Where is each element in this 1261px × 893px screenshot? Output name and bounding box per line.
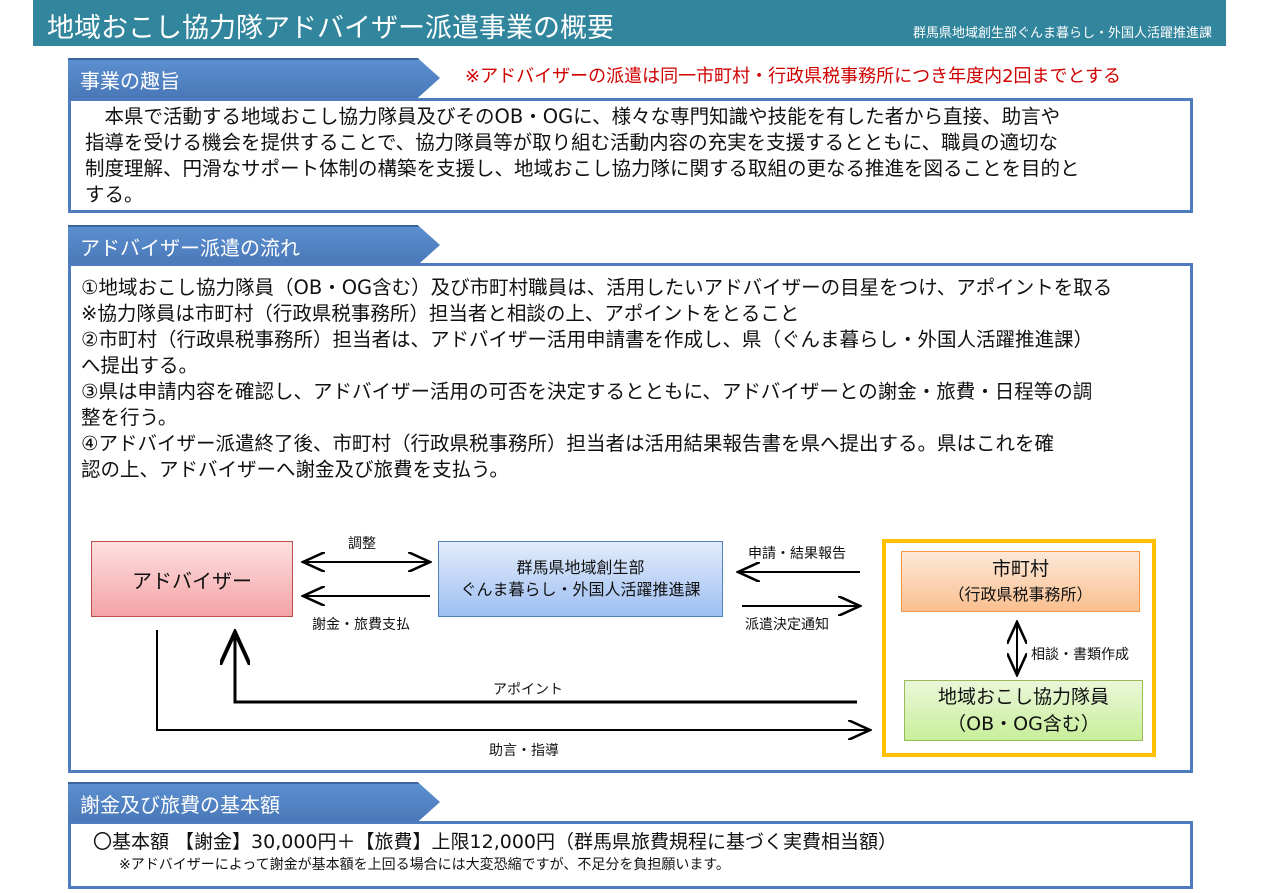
- node-label: ぐんま暮らし・外国人活躍推進課: [460, 580, 701, 599]
- text-line: 整を行う。: [81, 406, 178, 429]
- text-line: ④アドバイザー派遣終了後、市町村（行政県税事務所）担当者は活用結果報告書を県へ提…: [81, 432, 1054, 455]
- fees-box: 〇基本額 【謝金】30,000円＋【旅費】上限12,000円（群馬県旅費規程に基…: [68, 821, 1193, 889]
- local-group-frame: [882, 539, 1156, 757]
- purpose-box: 本県で活動する地域おこし協力隊員及びそのOB・OGに、様々な専門知識や技能を有し…: [68, 98, 1193, 213]
- node-label: 群馬県地域創生部: [516, 558, 645, 577]
- decision-label: 派遣決定通知: [745, 617, 829, 633]
- municipality-node: 市町村 （行政県税事務所）: [901, 551, 1140, 612]
- text-line: 制度理解、円滑なサポート体制の構築を支援し、地域おこし協力隊に関する取組の更なる…: [85, 157, 1080, 180]
- text-line: へ提出する。: [81, 354, 199, 377]
- appoint-label: アポイント: [493, 682, 563, 698]
- section-title: 謝金及び旅費の基本額: [80, 793, 280, 817]
- node-label: 市町村: [991, 557, 1049, 580]
- payment-label: 謝金・旅費支払: [312, 617, 410, 633]
- section-tab-purpose: 事業の趣旨: [68, 58, 440, 98]
- node-label: アドバイザー: [132, 568, 252, 593]
- notice-text: ※アドバイザーの派遣は同一市町村・行政県税事務所につき年度内2回までとする: [465, 66, 1121, 87]
- consult-label: 相談・書類作成: [1031, 647, 1129, 663]
- section-title: 事業の趣旨: [80, 69, 180, 93]
- appoint-arrow: [235, 632, 857, 704]
- advice-arrow: [156, 630, 870, 730]
- application-label: 申請・結果報告: [748, 546, 846, 562]
- fee-main-text: 〇基本額 【謝金】30,000円＋【旅費】上限12,000円（群馬県旅費規程に基…: [93, 831, 898, 853]
- section-tab-flow: アドバイザー派遣の流れ: [68, 225, 440, 265]
- node-label: 地域おこし協力隊員: [937, 685, 1109, 708]
- text-line: ①地域おこし協力隊員（OB・OG含む）及び市町村職員は、活用したいアドバイザーの…: [81, 276, 1113, 299]
- text-line: ※協力隊員は市町村（行政県税事務所）担当者と相談の上、アポイントをとること: [81, 302, 800, 325]
- prefecture-node: 群馬県地域創生部ぐんま暮らし・外国人活躍推進課: [438, 541, 723, 617]
- node-label: （行政県税事務所）: [948, 584, 1093, 604]
- page-title: 地域おこし協力隊アドバイザー派遣事業の概要: [47, 13, 614, 44]
- section-tab-fees: 謝金及び旅費の基本額: [68, 782, 440, 822]
- flow-box: ①地域おこし協力隊員（OB・OG含む）及び市町村職員は、活用したいアドバイザーの…: [68, 263, 1193, 773]
- department-name: 群馬県地域創生部ぐんま暮らし・外国人活躍推進課: [912, 26, 1212, 41]
- text-line: ③県は申請内容を確認し、アドバイザー活用の可否を決定するとともに、アドバイザーと…: [81, 380, 1093, 403]
- node-label: （OB・OG含む）: [947, 712, 1100, 735]
- adjust-label: 調整: [348, 536, 376, 552]
- text-line: 指導を受ける機会を提供することで、協力隊員等が取り組む活動内容の充実を支援すると…: [85, 131, 1059, 154]
- section-title: アドバイザー派遣の流れ: [80, 236, 300, 260]
- text-line: 本県で活動する地域おこし協力隊員及びそのOB・OGに、様々な専門知識や技能を有し…: [85, 105, 1061, 128]
- text-line: 認の上、アドバイザーへ謝金及び旅費を支払う。: [81, 458, 509, 481]
- advisor-node: アドバイザー: [91, 541, 293, 617]
- text-line: する。: [85, 183, 144, 206]
- fee-note-text: ※アドバイザーによって謝金が基本額を上回る場合には大変恐縮ですが、不足分を負担願…: [119, 857, 730, 873]
- corps-node: 地域おこし協力隊員 （OB・OG含む）: [904, 680, 1143, 741]
- advice-label: 助言・指導: [489, 743, 559, 759]
- header-bar: 地域おこし協力隊アドバイザー派遣事業の概要 群馬県地域創生部ぐんま暮らし・外国人…: [33, 0, 1226, 46]
- text-line: ②市町村（行政県税事務所）担当者は、アドバイザー活用申請書を作成し、県（ぐんま暮…: [81, 328, 1093, 351]
